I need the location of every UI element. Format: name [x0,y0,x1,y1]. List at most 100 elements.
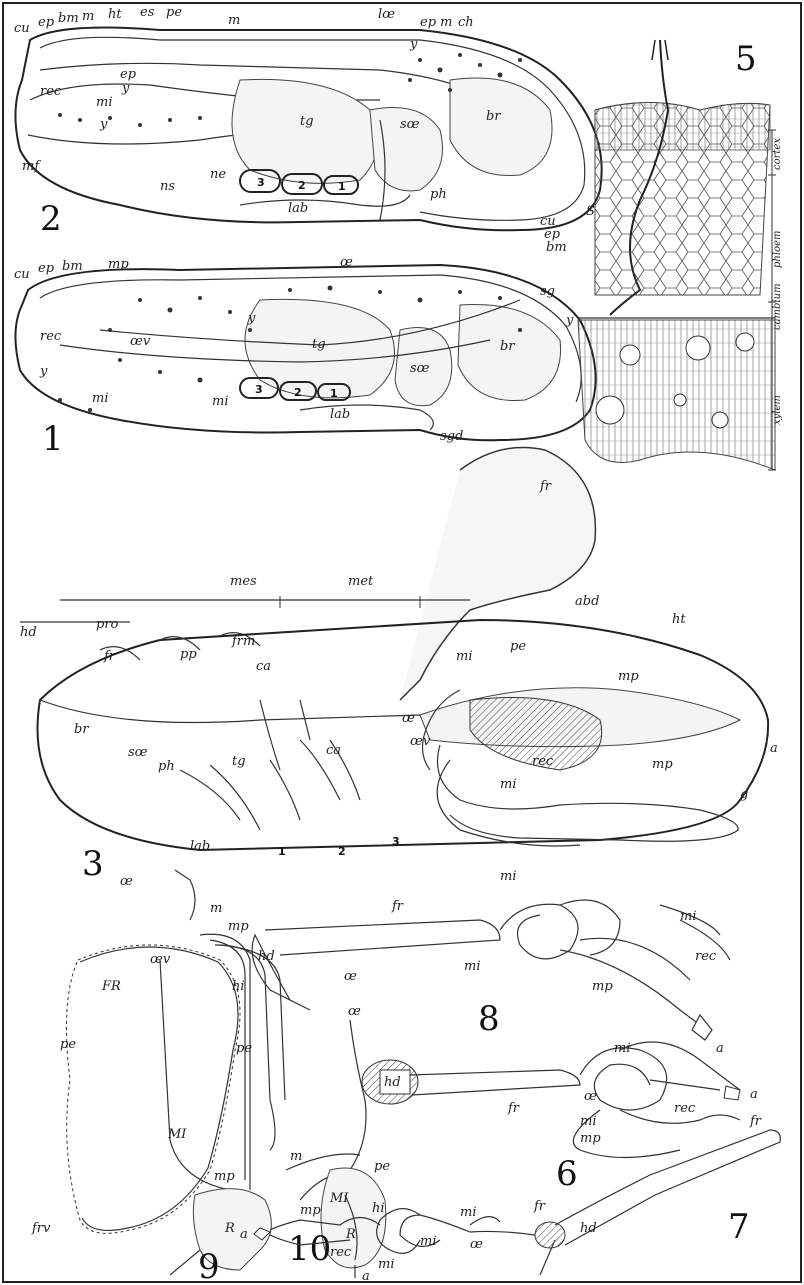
fig3-label-pro: pro [96,617,119,632]
fig5-label-s: S [586,204,595,219]
fig8-label-mp: mp [592,979,613,994]
fig3-label-met: met [348,574,374,589]
fig2-label-m2: m [228,13,240,28]
fig8-label-fr: fr [391,899,404,914]
fig2-label-soe: sœ [400,117,420,132]
fig2-number: 2 [40,199,62,239]
fig9-label-MI: MI [167,1127,187,1142]
fig1-label-oev: œv [130,334,151,349]
fig1-label-y2: y [247,311,256,326]
fig2-label-mf: mf [22,159,41,174]
fig2-label-ep2: ep [120,67,137,82]
fig3-label-ph: ph [158,759,175,774]
figure-1: cu ep bm mp œ sg y rec œv y tg sœ br y m… [14,255,596,459]
fig2-label-ph: ph [430,187,447,202]
fig10-number: 10 [288,1229,331,1269]
fig3-leg-3: 3 [392,835,400,848]
fig9-label-m: m [210,901,222,916]
fig7-number: 7 [728,1207,750,1247]
fig3-label-pe: pe [510,639,526,654]
fig9-label-oev: œv [150,952,171,967]
figure-10: œ m pe MI hi R a 10 [286,1004,390,1284]
figure-9: œ m mp œv hi pe pe FR MI mp R frv 9 [31,870,285,1285]
fig2-label-ht: ht [108,7,122,22]
fig1-label-sgd: sgd [440,429,463,444]
fig3-leg-2: 2 [338,845,346,858]
fig2-label-lab: lab [288,201,308,216]
fig9-label-R: R [224,1221,235,1236]
fig3-label-frm: frm [231,634,255,649]
fig5-label-cortex: cortex [772,138,783,170]
fig3-label-hd: hd [20,625,37,640]
fig1-label-y3: y [39,364,48,379]
fig6-label-rec: rec [674,1101,696,1116]
fig2-label-tg: tg [300,114,314,129]
fig6-number: 6 [556,1154,578,1194]
fig3-label-fr2: fr [103,649,116,664]
fig3-label-pp: pp [180,647,197,662]
fig2-label-mi: mi [96,95,113,110]
fig1-label-bm: bm [62,259,83,274]
fig1-label-sg: sg [540,284,555,299]
fig9-number: 9 [198,1247,220,1285]
fig8-number: 8 [478,999,500,1039]
fig9-label-mp: mp [228,919,249,934]
figure-6: hd fr mi œ mi mp rec a 6 [362,1041,758,1194]
fig2-label-epm: ep m [420,15,452,30]
fig3-label-oev: œv [410,734,431,749]
fig10-label-a: a [362,1269,370,1284]
fig10-label-pe: pe [374,1159,390,1174]
fig1-label-ep: ep [38,261,55,276]
fig9-label-hi: hi [232,979,245,994]
fig8-label-rec: rec [695,949,717,964]
figure-2: cu ep bm m ht es pe m lœ ep m ch rec ep … [14,5,602,255]
fig7-label-fr: fr [749,1114,762,1129]
fig2-label-y2: y [99,117,108,132]
fig3-label-mp2: mp [652,757,673,772]
fig1-label-y1: y [565,313,574,328]
fig6-label-oe: œ [584,1089,597,1104]
fig3-label-a: a [770,741,778,756]
fig1-label-lab: lab [330,407,350,422]
fig1-segment-1: 1 [330,387,338,400]
fig2-label-bm2: bm [546,240,567,255]
fig3-label-ca2: ca [326,743,341,758]
figure-8: fr mi mi hd œ mp rec a 8 [252,899,730,1056]
fig3-label-ca: ca [256,659,271,674]
fig1-label-mi1: mi [92,391,109,406]
fig8-label-mi: mi [680,909,697,924]
fig3-label-mi3: mi [500,869,517,884]
fig1-label-mi2: mi [212,394,229,409]
fig2-label-rec: rec [40,84,62,99]
fig2-label-y1: y [121,81,130,96]
fig2-label-bm: bm [58,11,79,26]
fig3-label-mi: mi [456,649,473,664]
fig2-label-ep: ep [38,15,55,30]
fig2-label-ne: ne [210,167,226,182]
fig2-segment-1: 1 [338,180,346,193]
fig6-label-mi: mi [614,1041,631,1056]
fig3-label-rec: rec [532,754,554,769]
fig7-label-mi2: mi [420,1234,437,1249]
fig1-label-oe: œ [340,255,353,270]
fig2-label-m: m [82,9,94,24]
fig7-label-a: a [240,1227,248,1242]
fig9-label-frv: frv [31,1221,51,1236]
fig6-label-mi2: mi [580,1114,597,1129]
fig2-segment-2: 2 [298,179,306,192]
fig3-label-ht: ht [672,612,686,627]
fig2-label-pe: pe [166,5,182,20]
fig1-label-br: br [500,339,515,354]
fig5-label-phloem: phloem [772,231,783,268]
fig10-label-hi: hi [372,1201,385,1216]
fig7-label-rec: rec [330,1245,352,1260]
figure-3: fr mes met abd ht hd pro fr pp frm ca mi… [20,448,778,885]
fig6-label-mp: mp [580,1131,601,1146]
fig5-number: 5 [735,39,757,79]
fig2-label-es: es [140,5,155,20]
fig7-label-fr2: fr [533,1199,546,1214]
figure-5: 5 S cortex phloem cambium xylem [578,39,783,470]
fig1-segment-2: 2 [294,386,302,399]
fig3-leg-1: 1 [278,845,286,858]
